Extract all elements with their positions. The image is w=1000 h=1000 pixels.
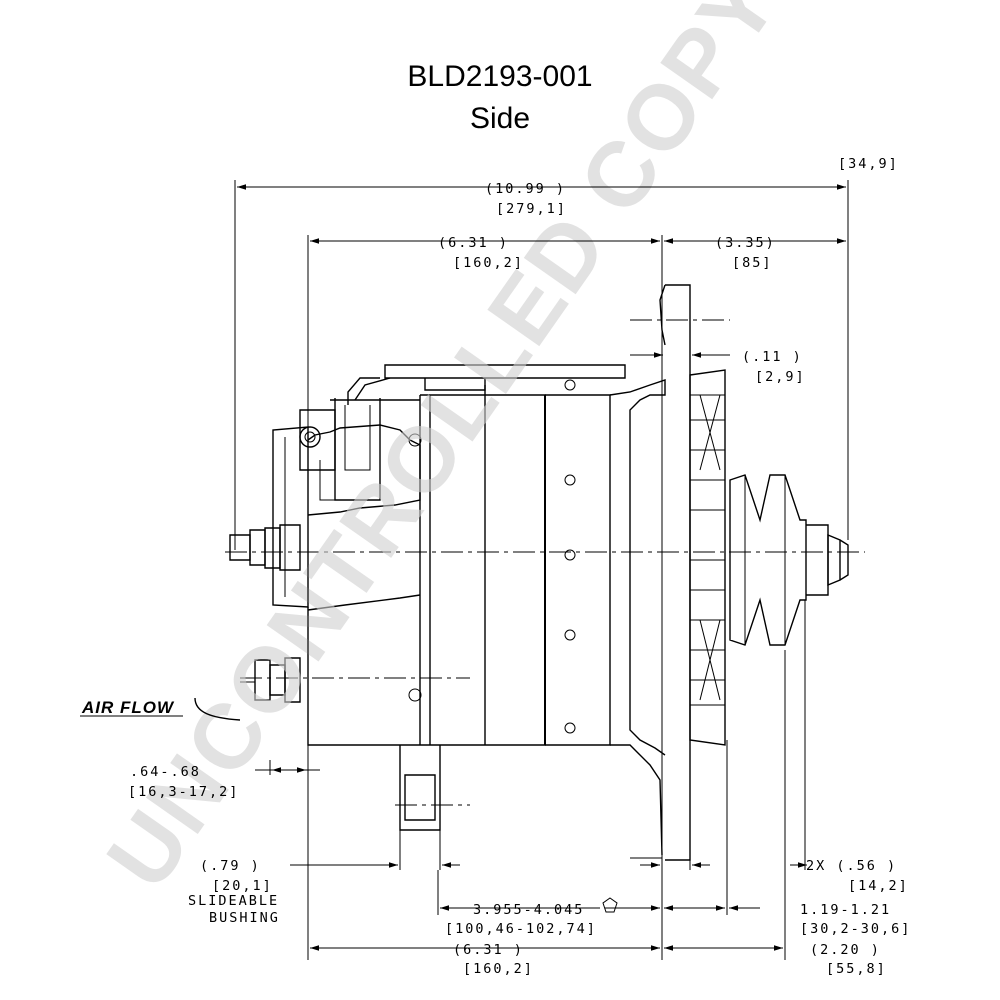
flange-thickness-metric: [16,3-17,2] xyxy=(128,784,239,800)
groove-width-imperial: 2X (.56 ) xyxy=(806,858,897,874)
bottom-length-imperial: (6.31 ) xyxy=(453,942,524,958)
extension-lines xyxy=(234,180,849,960)
air-flow-label: AIR FLOW xyxy=(81,698,175,717)
basic-dimension-pentagon-icon xyxy=(602,897,618,913)
pulley-offset-imperial: 1.19-1.21 xyxy=(800,902,891,918)
flange-thickness-imperial: .64-.68 xyxy=(130,764,201,780)
end-extension-metric: [34,9] xyxy=(838,156,899,172)
mount-span-imperial: 3.955-4.045 xyxy=(473,902,584,918)
pulley-to-end-metric: [85] xyxy=(732,255,773,271)
view-title: Side xyxy=(469,102,531,135)
small-gap-imperial: (.11 ) xyxy=(742,349,803,365)
overall-length-imperial: (10.99 ) xyxy=(485,181,566,197)
groove-width-metric: [14,2] xyxy=(848,878,909,894)
small-gap-metric: [2,9] xyxy=(755,369,806,385)
dimension-labels: [34,9] (10.99 ) [279,1] (6.31 ) [160,2] … xyxy=(81,156,911,977)
bushing-imperial: (.79 ) xyxy=(200,858,261,874)
bushing-note-line1: SLIDEABLE xyxy=(188,893,279,909)
pulley-to-shaft-imperial: (2.20 ) xyxy=(810,942,881,958)
bushing-note-line2: BUSHING xyxy=(209,910,280,926)
alternator-outline xyxy=(225,284,865,861)
body-to-pulley-metric: [160,2] xyxy=(453,255,524,271)
bottom-length-metric: [160,2] xyxy=(463,961,534,977)
bushing-metric: [20,1] xyxy=(212,878,273,894)
mount-span-metric: [100,46-102,74] xyxy=(445,921,597,937)
pulley-to-end-imperial: (3.35) xyxy=(715,235,776,251)
pulley-offset-metric: [30,2-30,6] xyxy=(800,921,911,937)
body-to-pulley-imperial: (6.31 ) xyxy=(438,235,509,251)
dimension-lines xyxy=(80,184,846,951)
pulley-to-shaft-metric: [55,8] xyxy=(826,961,887,977)
air-flow-arrow-icon xyxy=(194,697,241,721)
part-number-title: BLD2193-001 xyxy=(407,60,593,93)
overall-length-metric: [279,1] xyxy=(496,201,567,217)
